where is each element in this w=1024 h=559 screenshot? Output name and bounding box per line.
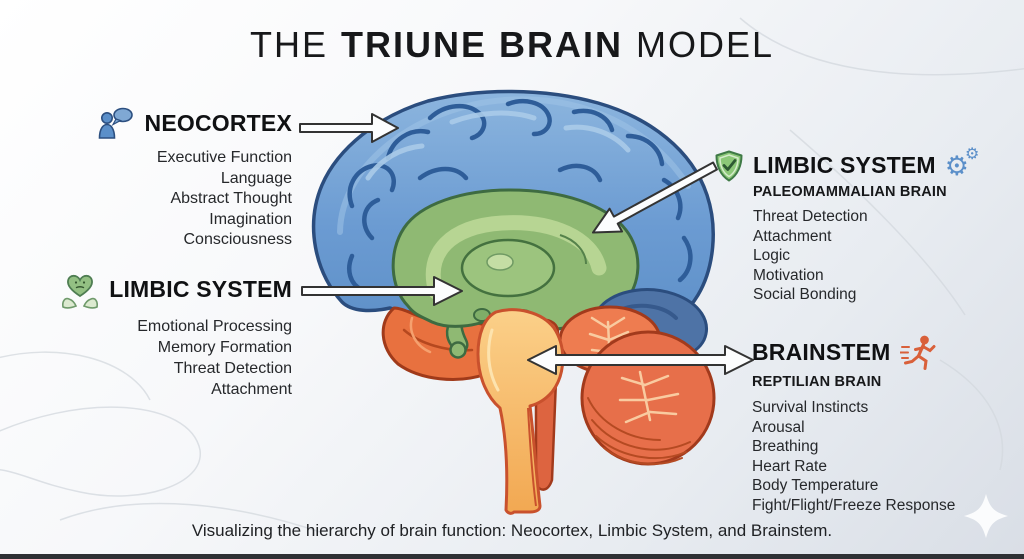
limbic-left-heading: LIMBIC SYSTEM (109, 276, 292, 303)
shield-check-icon (715, 150, 743, 182)
list-item: Heart Rate (752, 457, 827, 475)
caption: Visualizing the hierarchy of brain funct… (191, 521, 833, 540)
list-item: Attachment (753, 227, 832, 245)
list-item: Threat Detection (753, 208, 868, 225)
gear-icon: ⚙ (965, 145, 980, 163)
neocortex-heading: NEOCORTEX (144, 110, 292, 137)
list-item: Language (220, 169, 292, 187)
sparkle-icon (964, 494, 1008, 538)
list-item: Threat Detection (173, 360, 292, 377)
list-item: Abstract Thought (170, 190, 292, 207)
list-item: Survival Instincts (752, 399, 869, 416)
gear-icon: ⚙ (944, 150, 969, 181)
brainstem-subheading: REPTILIAN BRAIN (752, 374, 882, 390)
list-item: Body Temperature (752, 477, 879, 494)
cortex-highlights (365, 110, 631, 181)
list-item: Social Bonding (753, 286, 857, 303)
running-figure-icon (899, 335, 936, 370)
list-item: Imagination (209, 210, 292, 228)
list-item: Attachment (211, 381, 292, 398)
list-item: Breathing (752, 438, 819, 455)
page-title: THE TRIUNE BRAIN MODEL (0, 24, 1024, 66)
background-neural-lines (0, 17, 1024, 533)
list-item: Motivation (753, 266, 824, 284)
panel-brainstem: BRAINSTEM REPTILIAN BRAIN Survival Insti… (752, 334, 955, 515)
list-item: Memory Formation (157, 339, 292, 356)
list-item: Consciousness (183, 231, 293, 248)
list-item: Emotional Processing (137, 318, 292, 335)
list-item: Logic (753, 247, 791, 264)
person-speech-bubble-icon (98, 107, 133, 139)
limbic-right-heading: LIMBIC SYSTEM (753, 152, 936, 179)
list-item: Fight/Flight/Freeze Response (752, 496, 956, 514)
gears-icon: ⚙ ⚙ (944, 146, 980, 181)
list-item: Arousal (752, 418, 805, 436)
limbic-right-subheading: PALEOMAMMALIAN BRAIN (753, 184, 947, 200)
arrow-limbic-right (591, 161, 718, 234)
brainstem-heading: BRAINSTEM (752, 339, 891, 366)
bottom-bar (0, 554, 1024, 559)
cortex-gyri-folds (347, 99, 693, 327)
arrow-limbic-left (301, 276, 463, 306)
title-emphasis: TRIUNE BRAIN (340, 24, 623, 65)
list-item: Executive Function (156, 149, 292, 166)
title-suffix: MODEL (635, 24, 775, 65)
arrow-brainstem (527, 345, 754, 375)
arrow-neocortex (299, 113, 399, 143)
panel-limbic-right: LIMBIC SYSTEM ⚙ ⚙ PALEOMAMMALIAN BRAIN T… (714, 146, 980, 305)
title-prefix: THE (249, 24, 328, 65)
hands-holding-heart-icon (62, 274, 99, 309)
